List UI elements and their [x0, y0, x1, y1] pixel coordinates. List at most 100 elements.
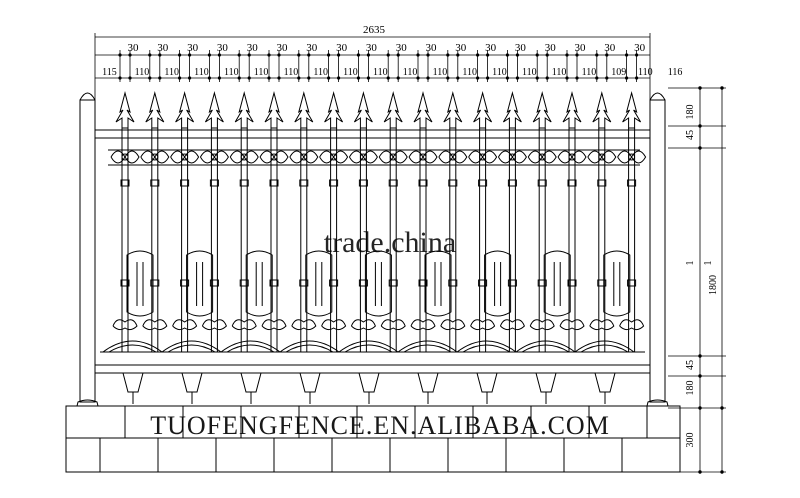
- spacing-label: 30: [187, 42, 199, 54]
- right-dim-tick: [720, 470, 724, 474]
- bar-label: 110: [552, 67, 567, 78]
- bar-label: 110: [254, 67, 269, 78]
- picket-collar: [507, 279, 517, 287]
- dim-bottom-180: 180: [685, 381, 696, 396]
- fleur-ornament: [172, 319, 198, 331]
- dim-tick: [535, 53, 539, 57]
- bar-label: 110: [313, 67, 328, 78]
- picket-collar: [597, 179, 607, 187]
- dim-tick: [416, 76, 420, 80]
- spacing-label: 30: [128, 42, 140, 54]
- bottom-arch: [456, 340, 517, 353]
- picket-collar: [269, 279, 279, 287]
- fleur-ornament: [529, 319, 555, 331]
- scroll-ornament: [110, 150, 140, 164]
- spear-finial: [175, 91, 195, 129]
- dim-rail-top-45: 45: [685, 130, 696, 140]
- dim-tick: [336, 53, 341, 57]
- right-post-cap: [649, 92, 666, 101]
- dim-tick: [396, 53, 400, 57]
- bar-label: 109: [611, 67, 626, 78]
- dim-tick: [634, 76, 639, 80]
- oval-panel: [245, 250, 273, 317]
- picket-collar: [299, 179, 309, 187]
- dim-tick: [307, 53, 311, 57]
- bottom-arch-inner: [580, 344, 629, 353]
- scroll-ornament: [289, 150, 319, 164]
- dim-tick: [326, 76, 331, 80]
- bar-label: 110: [135, 67, 150, 78]
- dim-mid-b: 1: [703, 261, 714, 266]
- dim-rail-bottom-45: 45: [685, 360, 696, 370]
- scroll-ornament: [468, 150, 498, 164]
- fence-structure: [76, 91, 669, 407]
- bar-label: 110: [522, 67, 537, 78]
- dim-tick: [356, 53, 360, 57]
- bottom-arch-inner: [462, 344, 511, 353]
- picket-collar: [537, 279, 547, 287]
- scroll-ornament: [527, 150, 557, 164]
- spear-finial: [562, 91, 582, 129]
- dim-base-300: 300: [685, 433, 696, 448]
- bottom-arch-inner: [344, 344, 393, 353]
- scroll-ornament: [199, 150, 229, 164]
- fleur-ornament: [350, 319, 376, 331]
- bar-label: 110: [224, 67, 239, 78]
- right-dim-tick: [698, 354, 702, 358]
- bottom-arch: [220, 340, 281, 353]
- scroll-ornament: [170, 150, 200, 164]
- left-post: [79, 99, 96, 403]
- picket-collar: [239, 179, 249, 187]
- spear-finial: [473, 91, 493, 129]
- picket-collar: [567, 279, 577, 287]
- dim-tick: [356, 76, 360, 80]
- spacing-label: 30: [366, 42, 378, 54]
- bottom-arch-inner: [226, 344, 275, 353]
- scroll-ornament: [587, 150, 617, 164]
- oval-panel: [424, 250, 452, 317]
- drop-finial: [535, 372, 557, 393]
- dim-tick: [475, 76, 480, 80]
- spacing-label: 30: [634, 42, 646, 54]
- picket-collar: [299, 279, 309, 287]
- dim-tick: [595, 76, 599, 80]
- dim-tick: [217, 53, 221, 57]
- right-dim-tick: [698, 470, 702, 474]
- picket-collar: [418, 279, 428, 287]
- picket-collar: [239, 279, 249, 287]
- picket-collar: [507, 179, 517, 187]
- dim-tick: [485, 76, 490, 80]
- picket-collar: [388, 179, 398, 187]
- spacing-label: 30: [575, 42, 587, 54]
- spacing-label: 30: [157, 42, 169, 54]
- drop-finial: [299, 372, 321, 393]
- bottom-arch: [574, 340, 635, 353]
- dim-tick: [386, 53, 390, 57]
- stone-base: [65, 405, 681, 473]
- bottom-rail: [94, 364, 651, 374]
- spacing-label: 30: [485, 42, 497, 54]
- picket-collar: [627, 279, 637, 287]
- spear-finial: [502, 91, 522, 129]
- bottom-arch-inner: [521, 344, 570, 353]
- dim-tick: [446, 76, 450, 80]
- dim-top-180: 180: [685, 105, 696, 120]
- spear-finial: [115, 91, 135, 129]
- bottom-arch: [338, 340, 399, 353]
- spacing-label: 30: [545, 42, 557, 54]
- dim-tick: [118, 76, 122, 80]
- right-dim-tick: [720, 406, 724, 410]
- watermark-center: trade.china: [324, 226, 456, 259]
- bar-label: 110: [492, 67, 507, 78]
- spacing-label: 30: [277, 42, 289, 54]
- scroll-ornament: [319, 150, 349, 164]
- scroll-ornament: [408, 150, 438, 164]
- spacing-label: 30: [336, 42, 348, 54]
- dim-tick: [118, 53, 122, 57]
- dim-tick: [277, 76, 281, 80]
- dim-tick: [396, 76, 400, 80]
- picket-collar: [120, 279, 130, 287]
- dim-tick: [297, 76, 301, 80]
- dim-tick: [575, 53, 579, 57]
- scroll-ornament: [259, 150, 289, 164]
